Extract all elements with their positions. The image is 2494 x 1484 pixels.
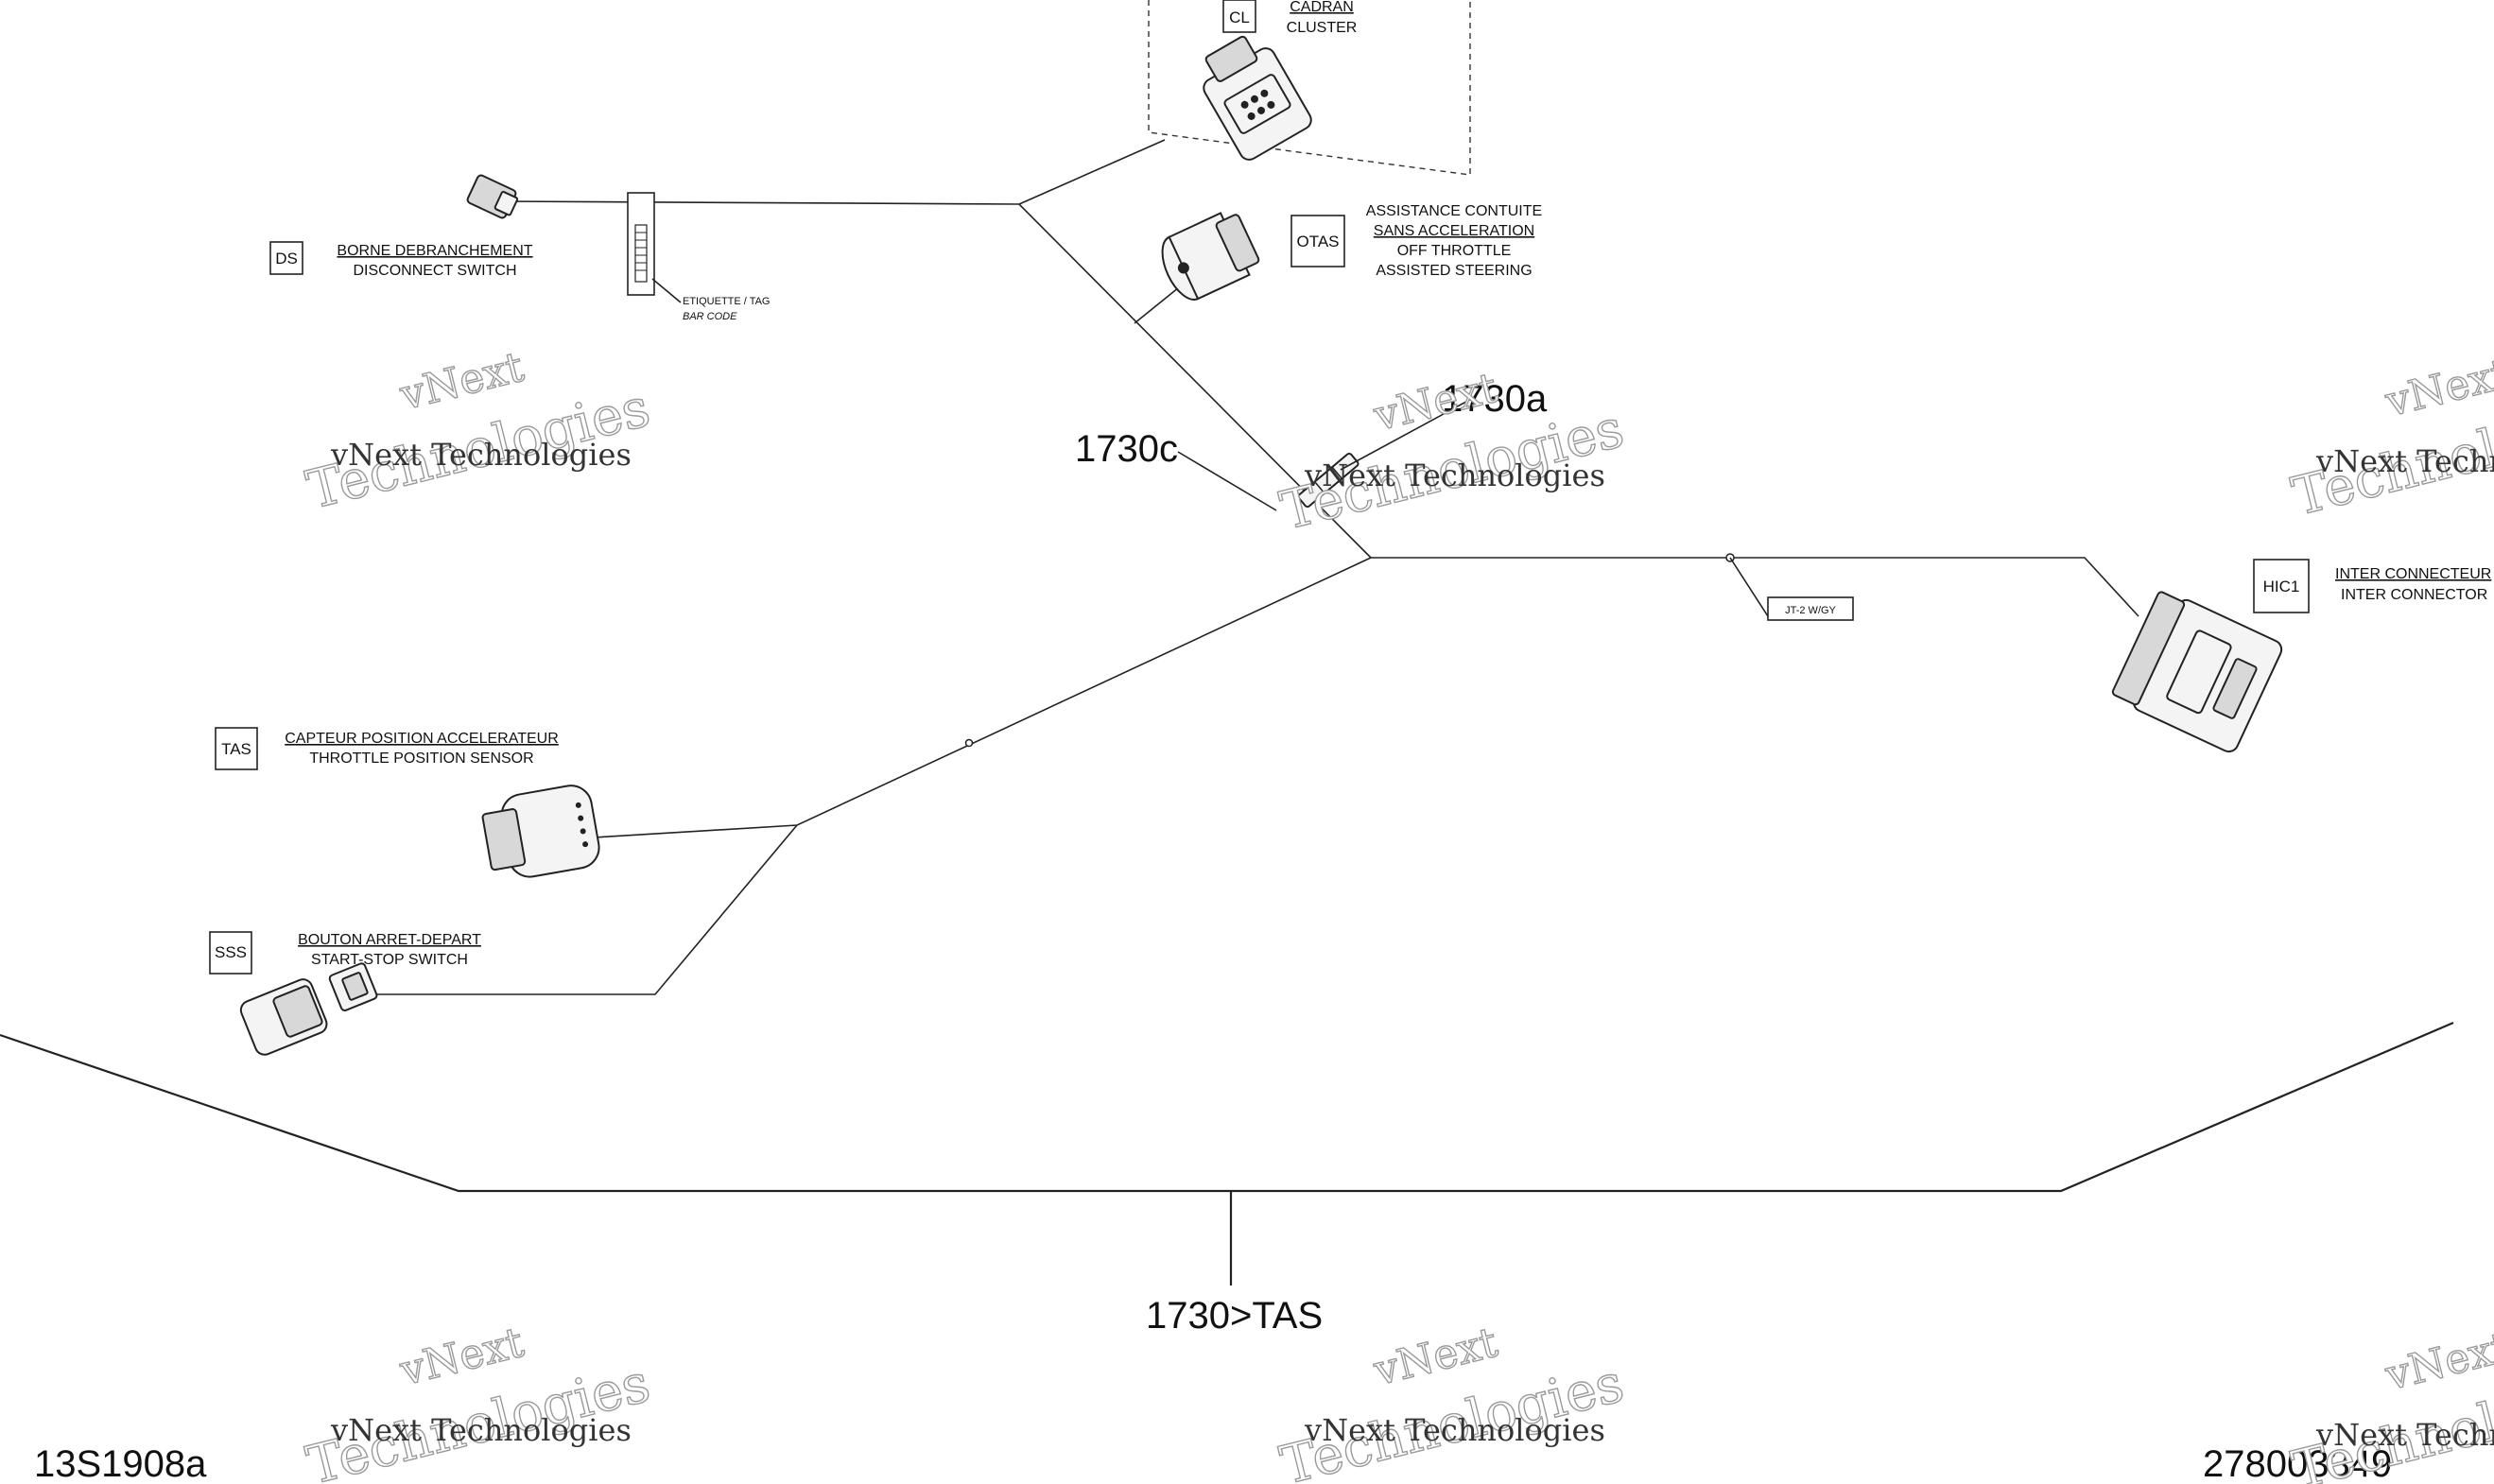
watermark-3: vNext Technologies vNext Technologies [2286,349,2494,528]
cluster-connector-icon [1203,35,1312,161]
disconnect-switch-label-en: DISCONNECT SWITCH [353,263,516,279]
cluster-label-en: CLUSTER [1287,20,1358,36]
junction-jt2: JT-2 W/GY [1767,596,1854,621]
junction-label: JT-2 W/GY [1785,605,1836,616]
throttle-sensor-connector-icon [481,785,600,878]
watermark-4: vNext Technologies vNext Technologies [301,1318,657,1484]
inter-connector-code: HIC1 [2263,578,2300,595]
start-stop-label-fr: BOUTON ARRET-DEPART [298,932,481,948]
throttle-sensor-label-en: THROTTLE POSITION SENSOR [309,751,533,767]
callout-1730-tas: 1730>TAS [1146,1295,1323,1337]
tag-label-1: ETIQUETTE / TAG [683,296,771,307]
svg-text:vNext Technologies: vNext Technologies [2315,443,2494,479]
svg-text:vNext: vNext [2381,350,2494,427]
callout-1730a: 1730a [1442,378,1548,420]
svg-text:vNext Technologies: vNext Technologies [330,437,632,473]
callout-1730a-leader [1340,396,1476,471]
inter-connector-icon [2111,591,2283,753]
throttle-sensor-label-fr: CAPTEUR POSITION ACCELERATEUR [285,731,559,747]
inter-connector-label-en: INTER CONNECTOR [2341,587,2487,603]
tag-label-2: BAR CODE [683,311,737,322]
svg-text:vNext: vNext [395,343,529,421]
off-throttle-connector-icon [1161,212,1260,301]
off-throttle-line4: ASSISTED STEERING [1376,263,1532,279]
off-throttle-line1: ASSISTANCE CONTUITE [1366,203,1542,219]
svg-text:vNext Technologies: vNext Technologies [2315,1417,2494,1453]
footer-drawing-id: 13S1908a [34,1443,207,1484]
svg-text:vNext Technologies: vNext Technologies [1304,457,1605,493]
start-stop-switch-icon [239,962,378,1056]
off-throttle-line2: SANS ACCELERATION [1374,223,1534,239]
off-throttle-line3: OFF THROTTLE [1397,243,1512,259]
disconnect-switch-label-fr: BORNE DEBRANCHEMENT [337,243,532,259]
barcode-tag: ETIQUETTE / TAG BAR CODE [627,192,771,322]
start-stop-group: SSS BOUTON ARRET-DEPART START-STOP SWITC… [209,931,481,1056]
cluster-label-fr: CADRAN [1290,0,1354,15]
watermark-6: vNext Technologies vNext Technologies [2286,1322,2494,1484]
disconnect-switch-code: DS [275,250,298,267]
inter-connector-label-fr: INTER CONNECTEUR [2335,566,2491,582]
watermark-2: vNext Technologies vNext Technologies [1274,363,1631,543]
svg-text:vNext Technologies: vNext Technologies [1304,1412,1605,1448]
disconnect-switch-group: DS BORNE DEBRANCHEMENT DISCONNECT SWITCH [269,174,533,279]
svg-text:vNext: vNext [1369,364,1503,441]
disconnect-switch-icon [466,174,519,219]
callout-1730c: 1730c [1075,428,1178,470]
watermark-1: vNext Technologies vNext Technologies [301,342,657,522]
off-throttle-code: OTAS [1296,233,1339,250]
svg-text:vNext: vNext [2381,1323,2494,1401]
throttle-sensor-group: TAS CAPTEUR POSITION ACCELERATEUR THROTT… [215,727,600,878]
harness-wires [359,139,2139,995]
inline-splice-icon [1297,452,1360,509]
harness-bracket [0,1021,2454,1286]
footer-part-number: 278003349 [2203,1443,2392,1484]
svg-text:vNext: vNext [1369,1319,1503,1396]
off-throttle-group: OTAS ASSISTANCE CONTUITE SANS ACCELERATI… [1161,203,1542,301]
svg-text:vNext Technologies: vNext Technologies [330,1412,632,1448]
svg-text:vNext: vNext [395,1319,529,1396]
inter-connector-group: HIC1 INTER CONNECTEUR INTER CONNECTOR [2111,559,2491,753]
throttle-sensor-code: TAS [221,740,251,758]
start-stop-label-en: START-STOP SWITCH [311,952,468,968]
cluster-group: CL CADRAN CLUSTER [1148,0,1471,176]
cluster-code: CL [1229,9,1250,26]
start-stop-code: SSS [215,943,247,961]
